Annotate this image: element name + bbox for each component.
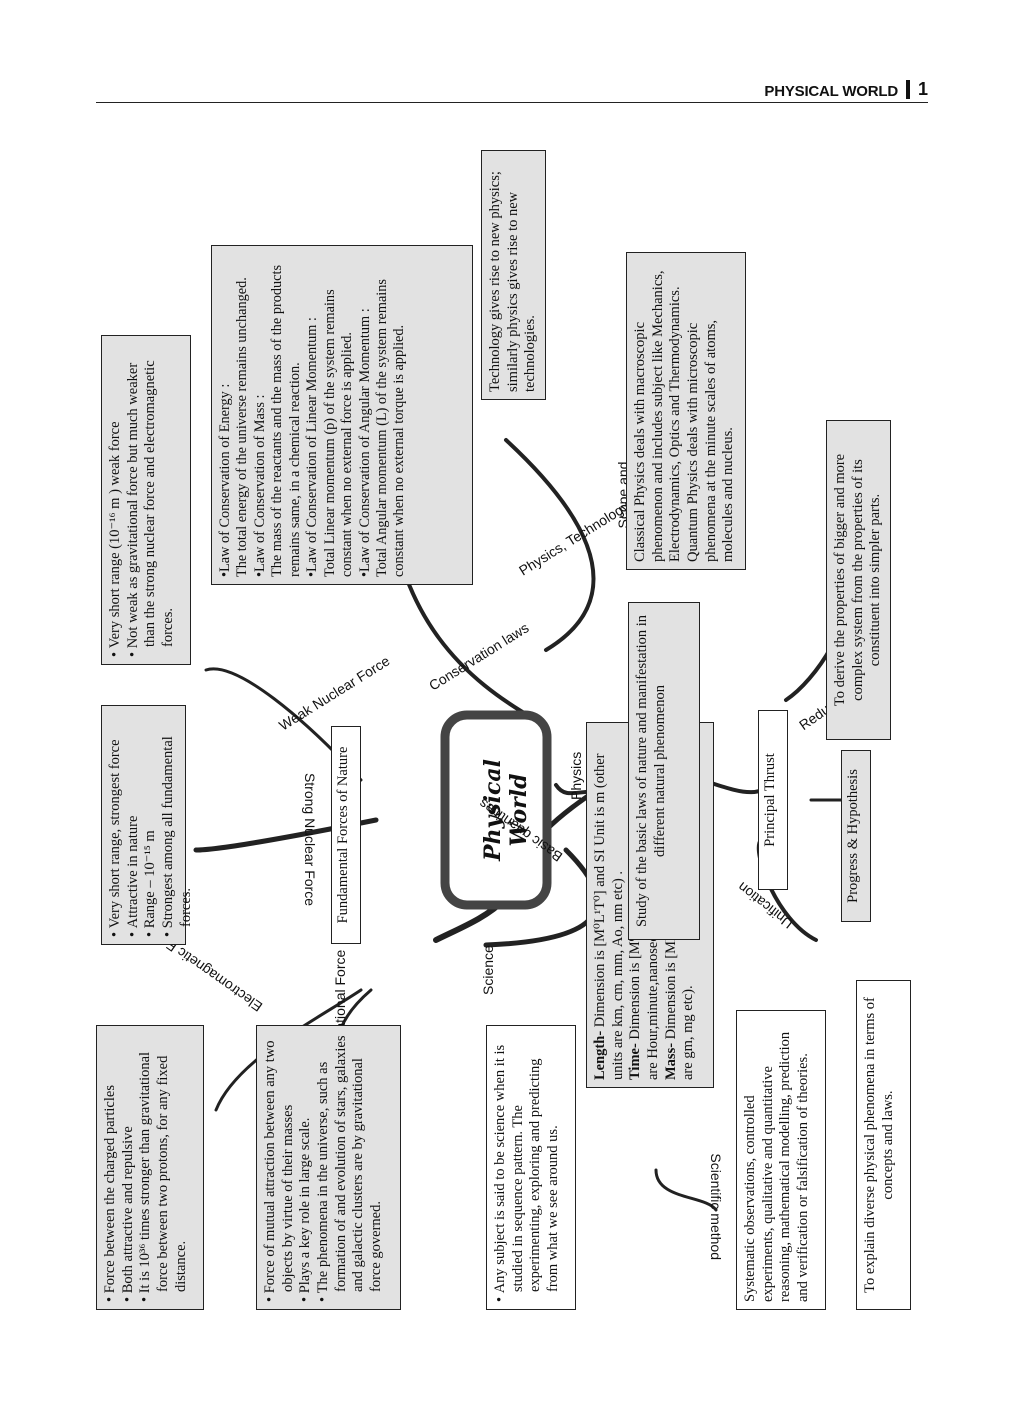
strong-point: Strongest among all fundamental forces. [160,713,195,937]
strong-point: Range – 10⁻¹⁵ m [142,713,160,937]
conservation-line: •Law of Conservation of Angular Momentum… [356,308,373,577]
time-label: Time- [627,1043,644,1080]
branch-strong: Strong Nuclear Force [302,772,318,906]
gravity-point: Force of mutual attraction between any t… [262,1033,297,1302]
scope-box: Classical Physics deals with macroscopic… [626,252,746,570]
progress-box: Progress & Hypothesis [841,750,871,922]
principal-thrust-label: Principal Thrust [762,753,778,847]
mass-label: Mass- [662,1042,679,1080]
conservation-line: •Law of Conservation of Linear Momentum … [304,317,321,577]
chapter-title: PHYSICAL WORLD [764,83,898,100]
header-separator [906,80,910,99]
conservation-box: •Law of Conservation of Energy : The tot… [211,245,473,585]
conservation-line: The mass of the reactants and the mass o… [269,264,303,577]
science-box: Any subject is said to be science when i… [486,1025,576,1310]
page-number: 1 [917,79,928,99]
scientific-method-box: Systematic observations, controlled expe… [736,1010,826,1310]
gravity-point: The phenomena in the universe, such as f… [315,1033,386,1302]
technology-text: Technology gives rise to new physics; si… [487,171,539,392]
reduction-box: To derive the properties of bigger and m… [826,420,891,740]
conservation-line: Total Linear momentum (p) of the system … [321,289,356,577]
conservation-line: •Law of Conservation of Energy : [217,383,233,577]
weak-box: Very short range (10⁻¹⁶ m ) weak force N… [101,335,191,665]
center-node-frame [440,710,552,910]
strong-point: Very short range, strongest force [107,713,125,937]
strong-box: Very short range, strongest force Attrac… [101,705,194,945]
reduction-text: To derive the properties of bigger and m… [832,453,884,707]
unification-box: To explain diverse physical phenomena in… [856,980,911,1310]
technology-box: Technology gives rise to new physics; si… [481,150,546,400]
strong-point: Attractive in nature [125,713,143,937]
progress-text: Progress & Hypothesis [845,769,861,903]
fundamental-forces-label: Fundamental Forces of Nature [335,746,351,924]
em-point: It is 10³⁶ times stronger than gravitati… [137,1033,190,1302]
unification-text: To explain diverse physical phenomena in… [862,997,896,1293]
branch-scientific-method: Scientific method [708,1153,724,1260]
conservation-line: •Law of Conservation of Mass : [251,394,268,578]
fundamental-forces-node: Fundamental Forces of Nature [331,726,361,944]
scientific-method-text: Systematic observations, controlled expe… [742,1031,812,1302]
conservation-line: Total Angular momentum (L) of the system… [373,279,408,577]
length-line: Length- Dimension is [M⁰L¹T⁰] and SI Uni… [592,730,627,1080]
mind-map: Physical World Fundamental Forces of Nat… [96,120,936,1320]
weak-point: Not weak as gravitational force but much… [125,343,178,657]
gravity-point: Plays a key role in large scale. [297,1033,315,1302]
em-box: Force between the charged particles Both… [96,1025,204,1310]
connector-tech [504,438,596,652]
page-header: PHYSICAL WORLD 1 [96,78,928,103]
principal-thrust-node: Principal Thrust [758,710,788,890]
science-point: Any subject is said to be science when i… [492,1033,563,1302]
weak-point: Very short range (10⁻¹⁶ m ) weak force [107,343,125,657]
branch-physics: Physics [568,751,584,800]
conservation-line: The total energy of the universe remains… [234,277,251,577]
physics-node: Study of the basic laws of nature and ma… [628,602,700,940]
physics-label: Study of the basic laws of nature and ma… [634,614,668,928]
gravitational-box: Force of mutual attraction between any t… [256,1025,401,1310]
branch-science: Science [480,945,496,995]
length-label: Length- [592,1030,608,1080]
scope-text: Classical Physics deals with macroscopic… [632,270,737,562]
em-point: Both attractive and repulsive [120,1033,138,1302]
em-point: Force between the charged particles [102,1033,120,1302]
connector-science-method [654,1168,718,1212]
